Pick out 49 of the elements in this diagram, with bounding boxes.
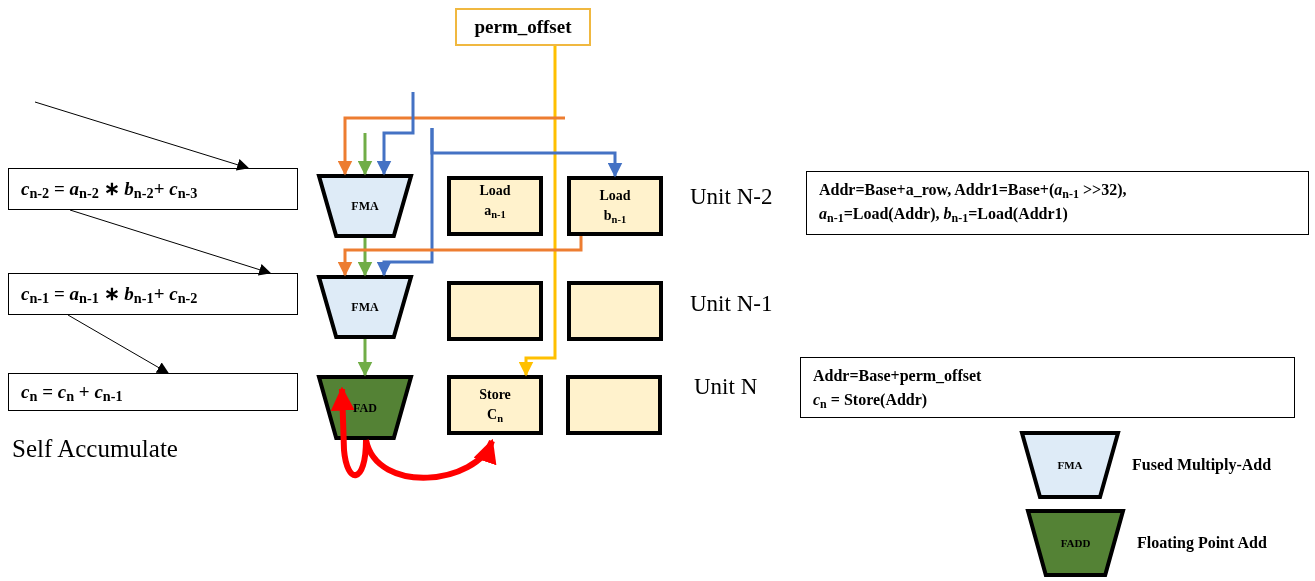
instruction-text: Addr=Base+a_row, Addr1=Base+(a$_{n-1}$ >>32), a$_{n-1}$=Load(Addr), b$_{n-1}$=Load(Addr1) — [819, 180, 1128, 226]
arrow — [376, 128, 434, 277]
arrow — [69, 209, 272, 276]
legend-description: Floating Point Add — [1137, 533, 1267, 554]
arrow — [357, 238, 373, 277]
arrow — [357, 133, 373, 176]
unit-label: FADD — [1060, 535, 1091, 551]
arrow — [337, 116, 565, 176]
store-box — [447, 375, 543, 435]
load-box — [567, 176, 663, 236]
unit-label: FMA — [351, 198, 379, 215]
unit-label: FMA — [1057, 457, 1083, 473]
equation-text: c$_{n-1}$ = a$_{n-1}$ ∗ b$_{n-1}$+ c$_{n-2}$ — [21, 281, 198, 309]
caption-text: Self Accumulate — [12, 434, 178, 464]
unit-label: Unit N-1 — [690, 290, 773, 318]
fad-unit — [317, 375, 413, 440]
arrow — [337, 236, 583, 277]
unit-label: Unit N — [694, 373, 758, 401]
arrow — [518, 46, 557, 377]
unit-label: FMA — [351, 299, 379, 316]
box-label: Load b$_{n-1}$ — [598, 187, 632, 226]
arrow — [67, 314, 170, 374]
fma-unit — [317, 174, 413, 238]
equation-box — [8, 168, 298, 210]
equation-box — [8, 273, 298, 315]
legend-description: Fused Multiply-Add — [1132, 455, 1272, 476]
equation-box — [8, 373, 298, 411]
empty-box — [567, 281, 663, 341]
arrow — [376, 92, 415, 176]
unit-label: FAD — [353, 399, 377, 417]
instruction-box — [800, 357, 1295, 418]
box-label: Store C$_{n}$ — [478, 386, 512, 425]
arrow — [330, 386, 369, 478]
box-label: perm_offset — [474, 14, 572, 39]
load-box — [447, 176, 543, 236]
equation-text: c$_{n}$ = c$_{n}$ + c$_{n-1}$ — [21, 379, 123, 407]
arrow — [357, 339, 373, 377]
unit-label: Unit N-2 — [690, 183, 773, 211]
equation-text: c$_{n-2}$ = a$_{n-2}$ ∗ b$_{n-2}$+ c$_{n-3}$ — [21, 176, 198, 204]
input-box — [455, 8, 591, 46]
instruction-box — [806, 171, 1309, 235]
arrow — [34, 101, 250, 171]
empty-box — [566, 375, 662, 435]
instruction-text: c$_{n}$ = Store(Addr) — [813, 390, 928, 412]
empty-box — [447, 281, 543, 341]
box-label: Load a$_{n-1}$ — [478, 182, 512, 221]
instruction-text: Addr=Base+perm_offset — [813, 366, 982, 387]
fma-unit — [317, 275, 413, 339]
arrow — [363, 438, 495, 481]
